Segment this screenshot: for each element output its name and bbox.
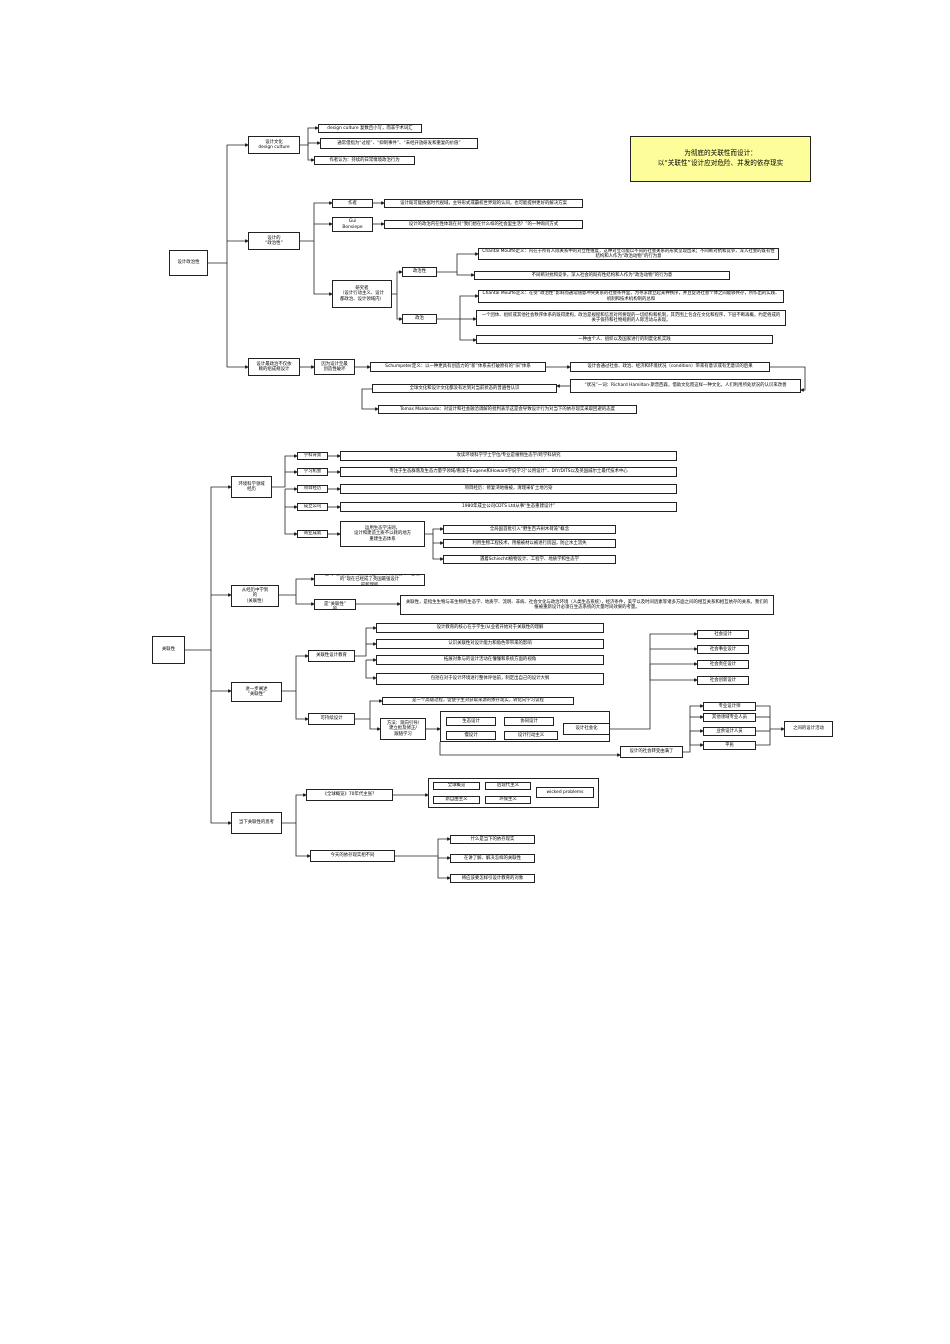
role-item-4: 平民 <box>703 741 756 750</box>
politics-c: 一种由个人、组织以及国家进行的制度化机实践 <box>476 335 773 344</box>
commerce-item-2: 利用生物工程技术，用植被材以被进行房园，防止水土流失 <box>443 539 616 548</box>
today-item-2: 在讲了解、解决怎样的关联性 <box>450 854 535 863</box>
politicity-sub: 不间断对抗和竞争，深入社会的既有性结构和人作为“政治动物”的行为意 <box>474 271 730 280</box>
social-design: 设计社会化 <box>563 723 610 735</box>
culture-item-3: 作者认为：持续的日常情境政治行为 <box>314 156 415 165</box>
history-1: 1. 当时“激进的”、“鼎鼎风强”、“木精最设”、“古怪的”现在已经成了英国最强… <box>314 574 425 586</box>
env-label-2: 学习机会 <box>297 468 328 476</box>
culture-item-1: design culture 复数且小写，而非学术词汇 <box>318 124 422 133</box>
method-item-4: 设计行动主义 <box>504 731 558 740</box>
history-branch: 从经历中学到 的 （关联性） <box>231 585 279 607</box>
politics-node: 政治 <box>402 314 437 324</box>
mouffe-def-1: Chantal Mouffe定义：内在于所有人际关系中的对立性维度，这种对立可能… <box>478 248 779 260</box>
schumpeter-label: 因为设计至最 创造性破坏 <box>314 359 355 375</box>
today-item-1: 什么是当下的依存现实 <box>450 835 535 844</box>
env-text-1: 攻读环境科学学士学位/专业是植物生态学/跨学科研究 <box>340 451 677 461</box>
schumpeter-node: Schumpeter定义：以一种更具有创造力的“新”体系去打破原有的“旧”体系 <box>370 362 546 372</box>
researcher-node: 研究者 （设计行动主义、设计 都政治、设计领域内） <box>332 280 392 308</box>
politics-b: 一个团体、组织或其他社会秩序体系的既得建构，政治是规程和信息对所要现的一切结构和… <box>476 310 786 326</box>
whole-earth-node: 《全球概览》70年代主张？ <box>306 789 393 801</box>
commerce-item-1: 全局国首批引入“野生百卉树木荷笼”概念 <box>443 525 616 534</box>
method-item-2: 协同设计 <box>504 717 554 726</box>
commerce-item-3: 遇着Schiechtl植物设计、工程学、地质学和生态学 <box>443 555 616 564</box>
mouffe-def-2: Chantal Mouffe定义：在受“政治性”影响而通常随意冲突关系的社会条件… <box>478 290 784 303</box>
hamilton-node: “状况”一词：Richard Hamilton·斯普西森，借助文化而这样一种文化… <box>570 379 801 393</box>
politicity-node: 政治性 <box>402 267 437 277</box>
we-item-1: 全球概览 <box>433 782 480 790</box>
sixth-node: 设计的社会转变由满了 <box>620 746 683 758</box>
role-item-2: 其他领域专业人员 <box>703 713 756 722</box>
edu-item-2: 认识关联性对设计能力和角色带带来的影响 <box>376 639 604 649</box>
between-node: 之间的设计活动 <box>784 721 833 737</box>
we-item-3: 环保主义 <box>485 796 531 804</box>
global-node: 全球文化和设计文化都没有达到对当前状态的普遍性认识 <box>372 384 557 393</box>
bonsiepe-node: Gui Bonsiepe <box>332 217 373 232</box>
edu-item-1: 设计教育的核心在于学生/从业者开始对于关联性的理解 <box>376 623 604 633</box>
further-branch: 进一步阐述 “关联性” <box>231 682 282 702</box>
env-label-1: 学科背景 <box>297 452 328 460</box>
bonsiepe-text: 设计的政治内在性体现在对“我们想在什么样的社会里生活？”的一种询问方式 <box>384 220 583 229</box>
we-item-2: 后现代主义 <box>485 782 531 790</box>
social-item-1: 社会设计 <box>697 630 749 639</box>
sustain-top: 是一个高级过程，促使学生对获取来源的依存现实，转化向学习议程 <box>382 697 574 705</box>
section2-root: 关联性 <box>152 636 185 664</box>
relation-branch: 设计最政治不仅依 赖的组成规设计 <box>248 358 300 376</box>
method-item-1: 生态设计 <box>446 717 496 726</box>
method-node: 方法：观向引导/ 建立批及修正/ 跟随学习 <box>380 718 426 740</box>
social-item-4: 社会创新设计 <box>697 676 749 685</box>
env-label-5: 商业成就 <box>297 530 328 538</box>
env-label-3: 项目经历 <box>297 485 328 493</box>
social-item-2: 社会事业设计 <box>697 645 749 654</box>
role-item-1: 专业设计师 <box>703 702 756 711</box>
env-text-4: 1980年成立公司CDTS Ltd从事“生态重建设计” <box>340 502 677 512</box>
env-label-4: 成立公司 <box>297 503 328 511</box>
history-2: 2. 采用的学问是“关联性” 的 <box>314 599 356 610</box>
edu-node: 关联性设计教育 <box>308 650 355 662</box>
we-item-4: 新自由主义 <box>433 796 480 804</box>
political-branch: 设计的 “政治性” <box>248 232 300 250</box>
wicked-node: wicked problems <box>536 787 594 798</box>
today-item-3: 将应该要怎样引设计教育的对象 <box>450 874 535 883</box>
current-branch: 当下关联性的思考 <box>231 812 282 834</box>
culture-branch: 设计文化 design culture <box>248 136 300 154</box>
section1-root: 设计政治性 <box>169 250 208 276</box>
role-item-3: 业余设计人员 <box>703 727 756 736</box>
sustain-node: 可持续设计 <box>308 713 355 725</box>
env-text-3: 项目经历：修复湾地植被，清理采矿土地污染 <box>340 484 677 494</box>
env-branch: 环境科学领域 经历 <box>231 476 272 498</box>
commerce-mid: 运用生态学法则， 设计和建造土质不以耗的地方 重建生态体系 <box>340 521 425 547</box>
env-text-2: 专注于生态群落及生态力量学领域/看读于Eugene和Howard学说学习“公用设… <box>340 467 677 477</box>
culture-item-2: 通常借指为“过程”、“抑制事件”、“未经开放研发和重复的价值” <box>320 138 478 149</box>
history-2-text: 关联性，是指生生物与非生物的生态学、地质学、流明、非病、社会文化与政治环境（人类… <box>400 595 774 615</box>
condition-node: 设计会通过社会、政治、经济和环境状况（condition）带来有意识或有无意识的… <box>570 362 770 372</box>
social-item-3: 社会责任设计 <box>697 660 749 669</box>
edu-item-4: 包括在对于设计环境进行整体评估前，制定出自己的设计大纲 <box>376 673 604 685</box>
author-text: 设计既可能依据时代视域，主导形式或霸权世界观的认同，也可能提供更好的解决方案 <box>384 199 583 208</box>
maldonado-node: Tomas Maldonado：对设计和社会融洽调解的批判表示这是会导致设计行为… <box>378 405 637 414</box>
today-node: 今天的依存现实相不同 <box>310 850 395 862</box>
method-item-3: 慢设计 <box>446 731 496 740</box>
author-node: 作者 <box>332 199 373 208</box>
title-box: 为彻底的关联性而设计： 以“关联性”设计应对危险、并发的依存现实 <box>630 136 811 182</box>
edu-item-3: 拓展对象与的设计活动在懂懂和系统方面的视角 <box>376 655 604 665</box>
